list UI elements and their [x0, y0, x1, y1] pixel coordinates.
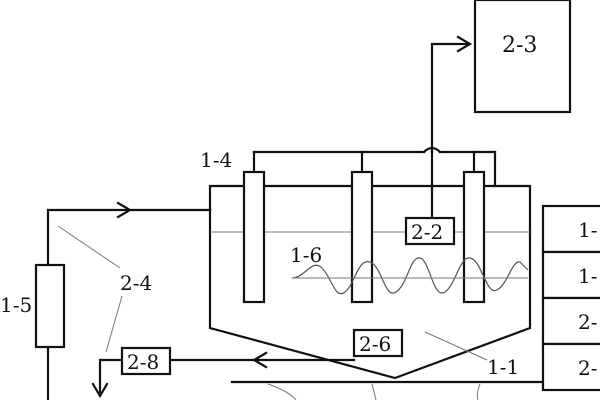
pipe-to-2-3	[430, 42, 470, 154]
electrode-3	[462, 170, 486, 304]
crossover-hop	[422, 146, 442, 154]
side-box-4	[541, 342, 600, 392]
side-label-4: 2-	[578, 356, 597, 380]
leader-2-4-top	[57, 225, 121, 269]
electrode-1	[242, 170, 266, 304]
label-1-4: 1-4	[200, 148, 232, 172]
label-2-2: 2-2	[411, 220, 443, 244]
base-curve-mid	[371, 383, 377, 400]
box-2-8	[120, 346, 172, 376]
label-2-3: 2-3	[502, 33, 537, 58]
outlet-pipe	[98, 358, 356, 394]
label-1-1: 1-1	[487, 355, 519, 379]
side-label-2: 1-	[578, 264, 597, 288]
leader-2-4-bottom	[105, 295, 123, 353]
label-1-5: 1-5	[0, 293, 32, 317]
inlet-arrow	[116, 201, 133, 219]
arrow-to-2-3	[456, 35, 473, 53]
electrode-2	[350, 170, 374, 304]
side-label-3: 2-	[578, 310, 597, 334]
box-2-6	[352, 328, 404, 358]
box-1-5	[34, 263, 66, 349]
box-2-2	[404, 216, 456, 246]
side-label-1: 1-	[578, 218, 597, 242]
label-2-4: 2-4	[120, 271, 152, 295]
outlet-arrow	[251, 351, 268, 369]
wave-pattern	[291, 257, 529, 295]
leader-1-1	[424, 331, 488, 361]
base-curve-right	[476, 383, 481, 400]
base-curve-left	[267, 383, 297, 400]
label-2-6: 2-6	[359, 332, 391, 356]
box-2-3	[473, 0, 572, 114]
label-2-8: 2-8	[127, 350, 159, 374]
label-1-6: 1-6	[290, 243, 322, 267]
outlet-down-arrow	[91, 382, 109, 399]
side-box-3	[541, 296, 600, 346]
